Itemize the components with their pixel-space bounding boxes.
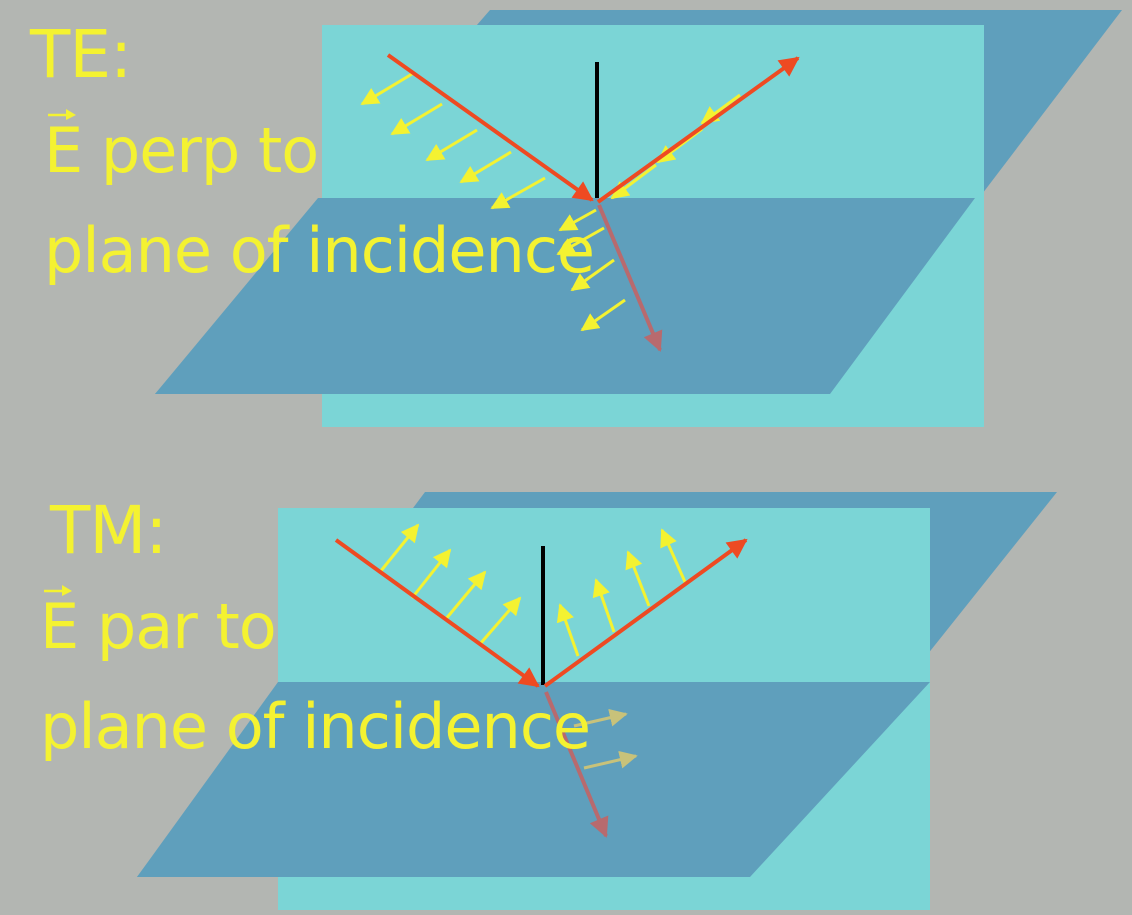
tm-label-line1: E par to	[40, 596, 276, 658]
vector-arrow-icon	[42, 582, 72, 596]
te-e-vector-symbol: E	[44, 120, 82, 182]
vector-arrow-icon	[46, 106, 76, 120]
te-e-symbol-text: E	[44, 114, 82, 187]
tm-label-line1-rest: par to	[97, 590, 276, 663]
te-label-line2: plane of incidence	[44, 220, 594, 282]
tm-heading: TM:	[50, 498, 167, 564]
tm-label-line2: plane of incidence	[40, 696, 590, 758]
te-heading: TE:	[30, 22, 131, 88]
te-label-line1-rest: perp to	[101, 114, 318, 187]
te-label-line1: E perp to	[44, 120, 318, 182]
tm-e-symbol-text: E	[40, 590, 78, 663]
tm-e-vector-symbol: E	[40, 596, 78, 658]
